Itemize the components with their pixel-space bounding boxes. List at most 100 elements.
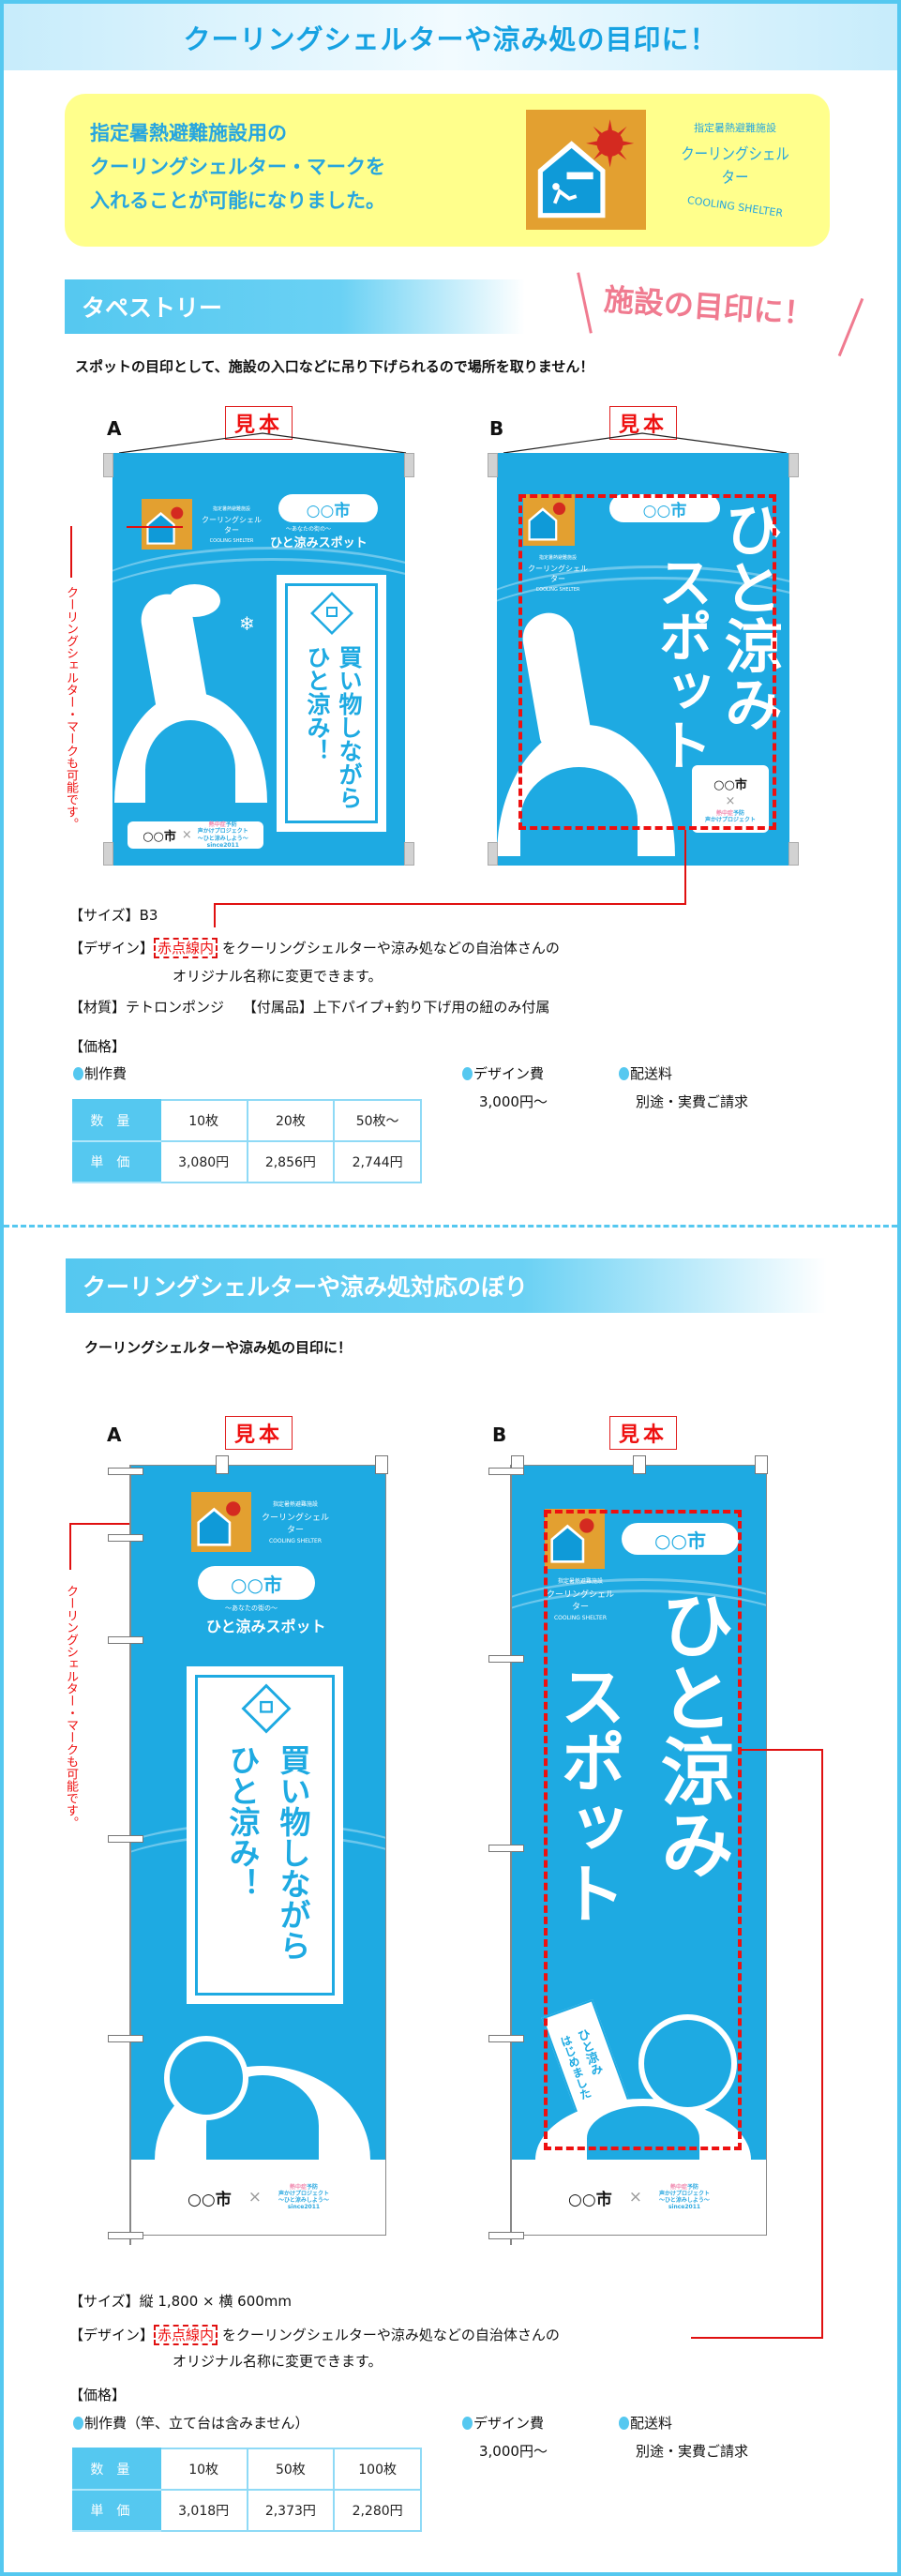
spec-size: 【サイズ】B3 bbox=[69, 907, 158, 924]
variant-label-b: B bbox=[489, 417, 504, 440]
annotation-connector bbox=[69, 1523, 71, 1570]
pole-loop bbox=[375, 1455, 388, 1474]
city-cloud: ○○市 bbox=[622, 1523, 739, 1555]
spec-design: 【デザイン】赤点線内 をクーリングシェルターや涼み処などの自治体さんの bbox=[69, 938, 560, 958]
igloo-illustration bbox=[114, 692, 267, 803]
table-cell: 50枚 bbox=[246, 2448, 336, 2491]
wave-decoration bbox=[512, 1578, 766, 1672]
pole-loop bbox=[108, 1835, 143, 1843]
cooling-shelter-logo: 指定暑熱避難施設 クーリングシェルター COOLING SHELTER bbox=[665, 120, 805, 219]
project-logo: 熱中症予防声かけプロジェクト〜ひと涼みしよう〜since2011 bbox=[197, 821, 248, 849]
sign-board: 買い物しながら ひと涼み！ bbox=[277, 575, 386, 832]
wave-decoration bbox=[497, 577, 789, 689]
pole-loop bbox=[488, 1845, 524, 1852]
spot-title: ひと涼みスポット bbox=[206, 1618, 326, 1635]
nobori-section-header: クーリングシェルターや涼み処対応のぼり bbox=[66, 1258, 827, 1313]
table-header: 数量 bbox=[72, 2448, 161, 2491]
red-dashed-highlight: 赤点線内 bbox=[154, 938, 218, 958]
project-logo: 熱中症予防声かけプロジェクト〜ひと涼みしよう〜since2011 bbox=[658, 2183, 710, 2211]
pole-loop bbox=[488, 1655, 524, 1663]
shipping-value: 別途・実費ご請求 bbox=[636, 2443, 749, 2460]
city-cloud: ○○市 bbox=[198, 1566, 315, 1600]
price-heading: 【価格】 bbox=[69, 2387, 127, 2403]
section-title: クーリングシェルターや涼み処対応のぼり bbox=[83, 1273, 529, 1301]
table-cell: 2,373円 bbox=[246, 2489, 336, 2532]
spot-title: ひと涼みスポット bbox=[270, 536, 368, 550]
title-line1: ひと涼み bbox=[649, 1588, 733, 1880]
mark-annotation: クーリングシェルター・マークも可能です。 bbox=[64, 1585, 78, 1829]
ryou-diamond-icon bbox=[241, 1683, 292, 1734]
city-cloud: ○○市 bbox=[278, 494, 378, 522]
sample-badge: 見本 bbox=[225, 1416, 293, 1450]
pipe-end bbox=[788, 453, 799, 477]
cooling-shelter-mark-icon bbox=[526, 110, 646, 230]
red-dashed-highlight: 赤点線内 bbox=[154, 2325, 218, 2345]
spec-design: 【デザイン】赤点線内 をクーリングシェルターや涼み処などの自治体さんの bbox=[69, 2325, 560, 2345]
footer-city: ○○市 bbox=[143, 830, 176, 844]
pole-loop bbox=[108, 2035, 143, 2042]
table-header: 単価 bbox=[72, 1140, 161, 1183]
cooling-shelter-mark-icon bbox=[191, 1492, 251, 1552]
variant-label-a: A bbox=[107, 1424, 122, 1446]
footer-logo-box: ○○市 × 熱中症予防声かけプロジェクト bbox=[692, 765, 769, 833]
shipping-label: 配送料 bbox=[619, 2413, 672, 2433]
spec-design-line2: オリジナル名称に変更できます。 bbox=[173, 2353, 383, 2370]
table-cell: 3,018円 bbox=[158, 2489, 248, 2532]
facility-callout: 施設の目印に！ bbox=[577, 272, 864, 357]
mark-label-small: 指定暑熱避難施設 bbox=[212, 506, 250, 512]
project-logo: 熱中症予防声かけプロジェクト bbox=[704, 809, 756, 823]
sign-board: 買い物しながら ひと涼み！ bbox=[187, 1666, 343, 2004]
variant-label-b: B bbox=[492, 1424, 507, 1446]
shipping-value: 別途・実費ご請求 bbox=[636, 1093, 749, 1110]
spec-size: 【サイズ】縦 1,800 × 横 600mm bbox=[69, 2293, 292, 2310]
wave-decoration bbox=[113, 558, 405, 670]
annotation-connector bbox=[214, 903, 216, 927]
footer-logo-box: ○○市 × 熱中症予防声かけプロジェクト〜ひと涼みしよう〜since2011 bbox=[128, 821, 263, 849]
flag-pole bbox=[510, 1465, 512, 2245]
polar-bear-head bbox=[169, 584, 220, 617]
footer-city: ○○市 bbox=[568, 2190, 612, 2209]
sample-badge: 見本 bbox=[225, 406, 293, 440]
shipping-label: 配送料 bbox=[619, 1063, 672, 1083]
title-line2: スポット bbox=[649, 554, 713, 772]
section-divider bbox=[4, 1225, 897, 1228]
sign-text-line1: 買い物しながら bbox=[275, 1744, 311, 1961]
table-cell: 2,280円 bbox=[333, 2489, 422, 2532]
production-cost-label: 制作費 bbox=[73, 1063, 127, 1083]
wave-decoration bbox=[512, 1589, 766, 1683]
table-cell: 10枚 bbox=[158, 2448, 248, 2491]
pole-loop bbox=[755, 1455, 768, 1474]
spec-material: 【材質】テトロンポンジ 【付属品】上下パイプ+釣り下げ用の紐のみ付属 bbox=[69, 999, 550, 1016]
cross-symbol: × bbox=[181, 828, 192, 842]
sign-text-line2: ひと涼み！ bbox=[224, 1744, 261, 1899]
sign-text-line2: ひと涼み！ bbox=[304, 645, 331, 762]
annotation-connector bbox=[684, 830, 686, 905]
pole-loop bbox=[216, 1455, 229, 1474]
pole-loop bbox=[108, 2232, 143, 2239]
annotation-connector bbox=[691, 2337, 823, 2339]
pole-loop bbox=[633, 1455, 646, 1474]
table-cell: 50枚〜 bbox=[333, 1099, 422, 1142]
variant-label-a: A bbox=[107, 417, 122, 440]
mark-label-main: クーリングシェルター bbox=[681, 145, 789, 188]
project-logo: 熱中症予防声かけプロジェクト〜ひと涼みしよう〜since2011 bbox=[278, 2183, 329, 2211]
tapestry-subtitle: スポットの目印として、施設の入口などに吊り下げられるので場所を取りません！ bbox=[75, 358, 594, 375]
sample-badge: 見本 bbox=[609, 1416, 677, 1450]
design-fee-value: 3,000円〜 bbox=[479, 2443, 548, 2460]
price-heading: 【価格】 bbox=[69, 1038, 127, 1055]
title-line2: スポット bbox=[549, 1663, 626, 1925]
mark-label-small: 指定暑熱避難施設 bbox=[694, 122, 776, 134]
pipe-end bbox=[404, 842, 414, 866]
tagline: 〜あなたの街の〜 bbox=[286, 526, 332, 533]
pole-loop bbox=[488, 1468, 524, 1475]
table-cell: 2,856円 bbox=[246, 1140, 336, 1183]
annotation-connector bbox=[741, 1749, 823, 1751]
